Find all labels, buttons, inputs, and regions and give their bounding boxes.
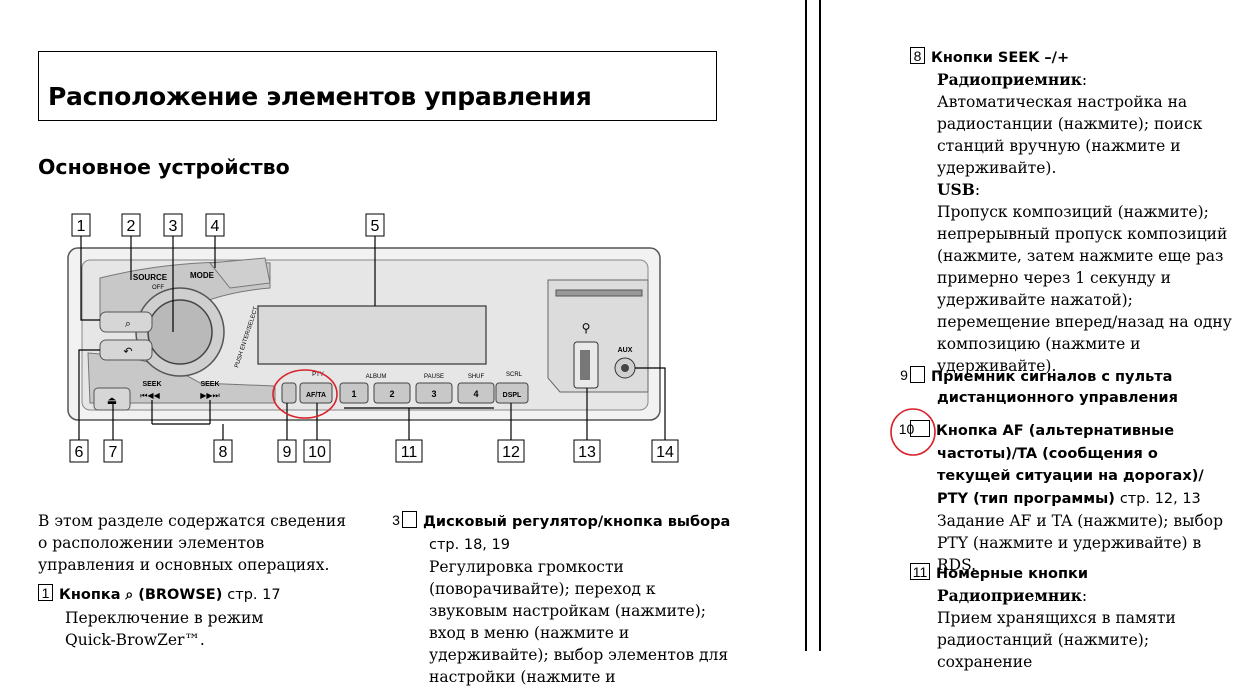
callout-11: 11 (401, 444, 418, 461)
scrl-text: SCRL (506, 372, 523, 378)
device-diagram: ⌕ ↶ ⏏ SOURCE OFF MODE PUSH ENTER/SELECT … (67, 213, 679, 463)
af-ta-text: AF/TA (306, 392, 326, 399)
search-icon: ⌕ (125, 587, 134, 603)
callout-6: 6 (75, 444, 84, 461)
aux-jack-hole (621, 364, 629, 372)
eject-icon: ⏏ (107, 394, 117, 407)
callout-lines-top (80, 236, 376, 332)
shuf-text: SHUF (468, 374, 485, 380)
album-text: ALBUM (366, 374, 387, 380)
item-10: 10 Кнопка AF (альтернативные частоты)/TA … (899, 420, 1230, 576)
af-ta-button (299, 382, 333, 404)
preset-button-3 (415, 382, 453, 404)
preset-1-text: 1 (351, 389, 356, 399)
intro-paragraph: В этом разделе содержатся сведения о рас… (38, 510, 358, 576)
item-1-heading-post: (BROWSE) (138, 587, 223, 603)
item-8-number: 8 (910, 47, 925, 64)
off-label: OFF (152, 285, 164, 291)
item-8-sub-radio: Радиоприемник (937, 70, 1082, 89)
display-window (257, 305, 487, 365)
item-3: 3 Дисковый регулятор/кнопка выбора стр. 1… (392, 510, 732, 688)
preset-button-4 (457, 382, 495, 404)
callout-1: 1 (77, 218, 86, 235)
callout-lines-bottom (78, 349, 666, 440)
item-3-page-ref: стр. 18, 19 (429, 537, 510, 553)
column-divider (805, 0, 821, 651)
pty-text: PTY (312, 372, 324, 378)
ir-sensor (281, 382, 297, 404)
mode-wedge (209, 257, 271, 289)
callout-3: 3 (169, 218, 178, 235)
item-3-number: 3 (392, 511, 417, 528)
item-8-sub-usb: USB (937, 180, 975, 199)
item-1-body: Переключение в режим Quick-BrowZer™. (65, 609, 264, 649)
item-10-highlight (890, 408, 936, 456)
preset-4-text: 4 (473, 389, 478, 399)
item-10-body: Задание AF и TA (нажмите); выбор PTY (на… (937, 512, 1224, 574)
item-3-body: Регулировка громкости (поворачивайте); п… (429, 558, 729, 686)
callouts-top: 1 2 3 4 5 (71, 213, 385, 237)
callout-9: 9 (283, 444, 292, 461)
card-slot (555, 289, 643, 297)
preset-2-text: 2 (389, 389, 394, 399)
item-10-number: 10 (899, 420, 930, 437)
callout-2: 2 (127, 218, 136, 235)
item-11-sub-radio: Радиоприемник (937, 586, 1082, 605)
callout-13: 13 (578, 444, 596, 461)
title-box: Расположение элементов управления (38, 51, 717, 121)
callout-7: 7 (109, 444, 118, 461)
item-3-heading: Дисковый регулятор/кнопка выбора (423, 514, 731, 530)
browse-button (99, 311, 153, 333)
callout-4: 4 (211, 218, 220, 235)
item-8-heading: Кнопки SEEK –/+ (931, 50, 1070, 66)
item-11-heading: Номерные кнопки (936, 566, 1089, 582)
item-11-number: 11 (910, 563, 930, 580)
item-1-heading-pre: Кнопка (59, 587, 121, 603)
item-1: 1 Кнопка ⌕ (BROWSE) стр. 17 Переключение … (38, 583, 358, 651)
item-1-page-ref: стр. 17 (227, 587, 281, 603)
item-9: 9 Приемник сигналов с пульта дистанционно… (900, 366, 1230, 408)
preset-button-2 (373, 382, 411, 404)
source-label: SOURCE (133, 273, 168, 282)
usb-port-inner (580, 350, 590, 380)
section-heading: Основное устройство (38, 155, 290, 179)
back-icon: ↶ (123, 345, 132, 358)
browse-icon: ⌕ (125, 317, 131, 330)
callout-10: 10 (308, 444, 326, 461)
item-9-heading: Приемник сигналов с пульта дистанционног… (931, 369, 1178, 406)
callout-14: 14 (656, 444, 674, 461)
seek-plus-label: SEEK (200, 381, 219, 388)
callout-8: 8 (219, 444, 228, 461)
item-1-number: 1 (38, 584, 53, 601)
eject-button (93, 387, 131, 411)
usb-icon: ⚲ (582, 321, 591, 335)
volume-knob (147, 299, 213, 365)
item-8-body-usb: Пропуск композиций (нажмите); непрерывны… (937, 203, 1232, 375)
seek-minus-icon: ⏮◀◀ (140, 391, 160, 400)
callout-12: 12 (502, 444, 520, 461)
preset-3-text: 3 (431, 389, 436, 399)
callouts-bottom: 6 7 8 9 10 11 12 13 14 (69, 439, 679, 463)
highlight-circle (272, 369, 338, 419)
seek-minus-label: SEEK (142, 381, 161, 388)
item-10-heading: Кнопка AF (альтернативные частоты)/TA (с… (936, 423, 1204, 507)
callout-5: 5 (371, 218, 380, 235)
seek-plus-icon: ▶▶⏭ (200, 391, 220, 400)
preset-button-1 (339, 382, 369, 404)
dspl-button (495, 382, 529, 404)
item-11-body-radio: Прием хранящихся в памяти радиостанций (… (937, 609, 1176, 671)
aux-label: AUX (618, 347, 633, 354)
pause-text: PAUSE (424, 374, 444, 380)
page-title: Расположение элементов управления (48, 82, 592, 111)
dspl-text: DSPL (503, 392, 522, 399)
item-9-number: 9 (900, 366, 925, 383)
intro-text: В этом разделе содержатся сведения о рас… (38, 512, 347, 574)
item-8-body-radio: Автоматическая настройка на радиостанции… (937, 93, 1203, 177)
mode-label: MODE (190, 271, 215, 280)
item-10-page-ref: стр. 12, 13 (1119, 490, 1201, 507)
